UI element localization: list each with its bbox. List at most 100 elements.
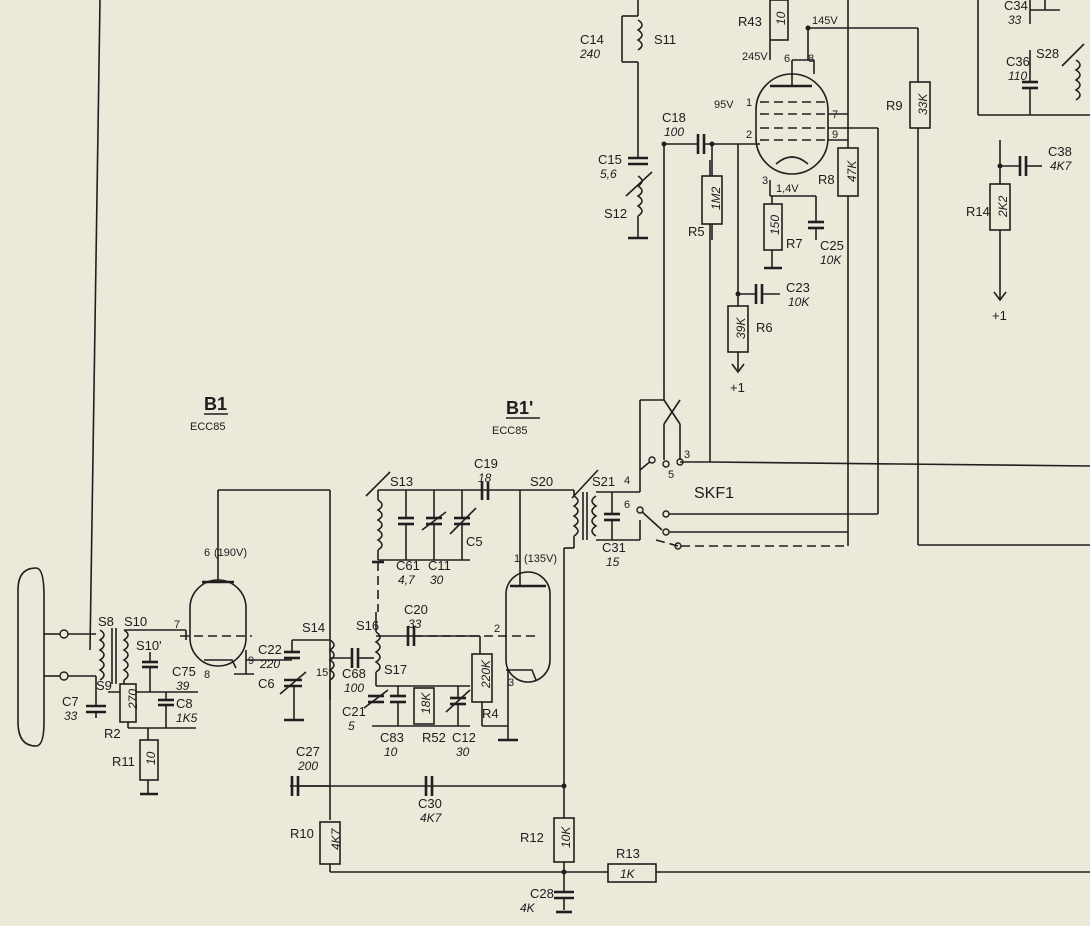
c28-value: 4K — [520, 901, 536, 915]
c68-value: 100 — [344, 681, 364, 695]
c18-label: C18 — [662, 110, 686, 125]
c25-label: C25 — [820, 238, 844, 253]
s20-label: S20 — [530, 474, 553, 489]
pentode-v145: 145V — [812, 15, 838, 27]
r13-label: R13 — [616, 846, 640, 861]
anode-load-r12-c28: 10K R12 C28 4K — [520, 783, 575, 915]
pentode-pin7: 7 — [832, 109, 838, 121]
supply-plus1-a: +1 — [730, 380, 745, 395]
skf1-pos5: 5 — [668, 469, 674, 481]
pentode-pin3: 3 — [762, 175, 768, 187]
antenna-input — [17, 567, 96, 747]
c36-label: C36 — [1006, 54, 1030, 69]
pentode-r8: 47K R8 — [818, 127, 879, 532]
s14-label: S14 — [302, 620, 325, 635]
next-stage-right: C34 33 C36 110 S28 C38 4K7 2K2 R14 +1 — [966, 0, 1085, 323]
r6-label: R6 — [756, 320, 773, 335]
pentode-v95: 95V — [714, 99, 734, 111]
b1p-pin-anode: 1 — [514, 553, 520, 565]
pentode-r43: 10 R43 — [738, 0, 918, 114]
s21-label: S21 — [592, 474, 615, 489]
r14-label: R14 — [966, 204, 990, 219]
r2-label: R2 — [104, 726, 121, 741]
c11-value: 30 — [430, 573, 444, 587]
capacitor-c7: C7 33 — [62, 694, 106, 723]
s12-label: S12 — [604, 206, 627, 221]
r13-value: 1K — [620, 867, 636, 881]
c12-label: C12 — [452, 730, 476, 745]
r6-value: 39K — [734, 317, 748, 339]
s8-label: S8 — [98, 614, 114, 629]
resistor-r2: 270 R2 — [104, 683, 196, 741]
c61-label: C61 — [396, 558, 420, 573]
r12-value: 10K — [559, 826, 573, 848]
c20-label: C20 — [404, 602, 428, 617]
c5-label: C5 — [466, 534, 483, 549]
c20-value: 33 — [408, 617, 422, 631]
r2-value: 270 — [126, 689, 140, 710]
b1-plate-voltage: (190V) — [214, 547, 247, 559]
s13-label: S13 — [390, 474, 413, 489]
s15-label: 15 — [316, 667, 328, 679]
c15-label: C15 — [598, 152, 622, 167]
r10-value: 4K7 — [329, 827, 343, 850]
c12-value: 30 — [456, 745, 470, 759]
c18-value: 100 — [664, 125, 684, 139]
r43-value: 10 — [774, 11, 788, 25]
c7-value: 33 — [64, 709, 78, 723]
c30-value: 4K7 — [420, 811, 443, 825]
c36-value: 110 — [1008, 69, 1027, 83]
skf1-pos3: 3 — [684, 449, 690, 461]
skf1-pos6: 6 — [624, 499, 630, 511]
s11-c14-branch: C14 240 S11 C15 5,6 S12 — [579, 0, 698, 390]
c31-label: C31 — [602, 540, 626, 555]
pentode-tube: 6 8 1 2 3 7 9 245V 95V 145V 1,4V — [714, 15, 849, 197]
s11-label: S11 — [654, 32, 676, 47]
switch-skf1: 4 5 3 6 SKF1 — [624, 160, 1090, 550]
c68-label: C68 — [342, 666, 366, 681]
c21-label: C21 — [342, 704, 366, 719]
c38-value: 4K7 — [1050, 159, 1073, 173]
c34-value: 33 — [1008, 13, 1022, 27]
skf1-name: SKF1 — [694, 485, 734, 502]
r11-label: R11 — [112, 754, 135, 769]
tube-b1: B1 ECC85 6 (190V) 7 8 9 — [174, 394, 330, 681]
b1-type: ECC85 — [190, 421, 225, 433]
c83-value: 10 — [384, 745, 398, 759]
s10-label: S10 — [124, 614, 147, 629]
r11-value: 10 — [144, 751, 158, 765]
r4-label: R4 — [482, 706, 499, 721]
b1-prime-type: ECC85 — [492, 425, 527, 437]
b1-name: B1 — [204, 394, 227, 414]
r5-value: 1M2 — [709, 186, 723, 210]
b1-pin-anode: 6 — [204, 547, 210, 559]
c11-label: C11 — [428, 558, 451, 573]
r4-value: 220K — [479, 659, 493, 689]
c27-value: 200 — [297, 759, 318, 773]
c75-label: C75 — [172, 664, 196, 679]
skf1-pos4: 4 — [624, 475, 630, 487]
s9-label: S9 — [96, 678, 112, 693]
c34-label: C34 — [1004, 0, 1028, 13]
b1-pin-heater: 9 — [248, 655, 254, 667]
c61-value: 4,7 — [398, 573, 416, 587]
pentode-pin2: 2 — [746, 129, 752, 141]
b1-prime-plate-voltage: (135V) — [524, 553, 557, 565]
c19-label: C19 — [474, 456, 498, 471]
b1-pin-cathode: 8 — [204, 669, 210, 681]
bplus-rail: C27 200 C30 4K7 4K7 R10 1K R13 — [290, 490, 1090, 883]
r9-label: R9 — [886, 98, 903, 113]
r8-value: 47K — [845, 160, 859, 182]
s10p-label: S10' — [136, 638, 162, 653]
s28-label: S28 — [1036, 46, 1059, 61]
r9-branch: 33K R9 — [886, 81, 931, 129]
c7-label: C7 — [62, 694, 79, 709]
c8-value: 1K5 — [176, 711, 198, 725]
r43-label: R43 — [738, 14, 762, 29]
supply-plus1-b: +1 — [992, 308, 1007, 323]
s16-label: S16 — [356, 618, 379, 633]
c38-label: C38 — [1048, 144, 1072, 159]
capacitors-c75-c8: C75 39 C8 1K5 — [142, 652, 198, 728]
b1p-pin-cathode: 3 — [508, 677, 514, 689]
